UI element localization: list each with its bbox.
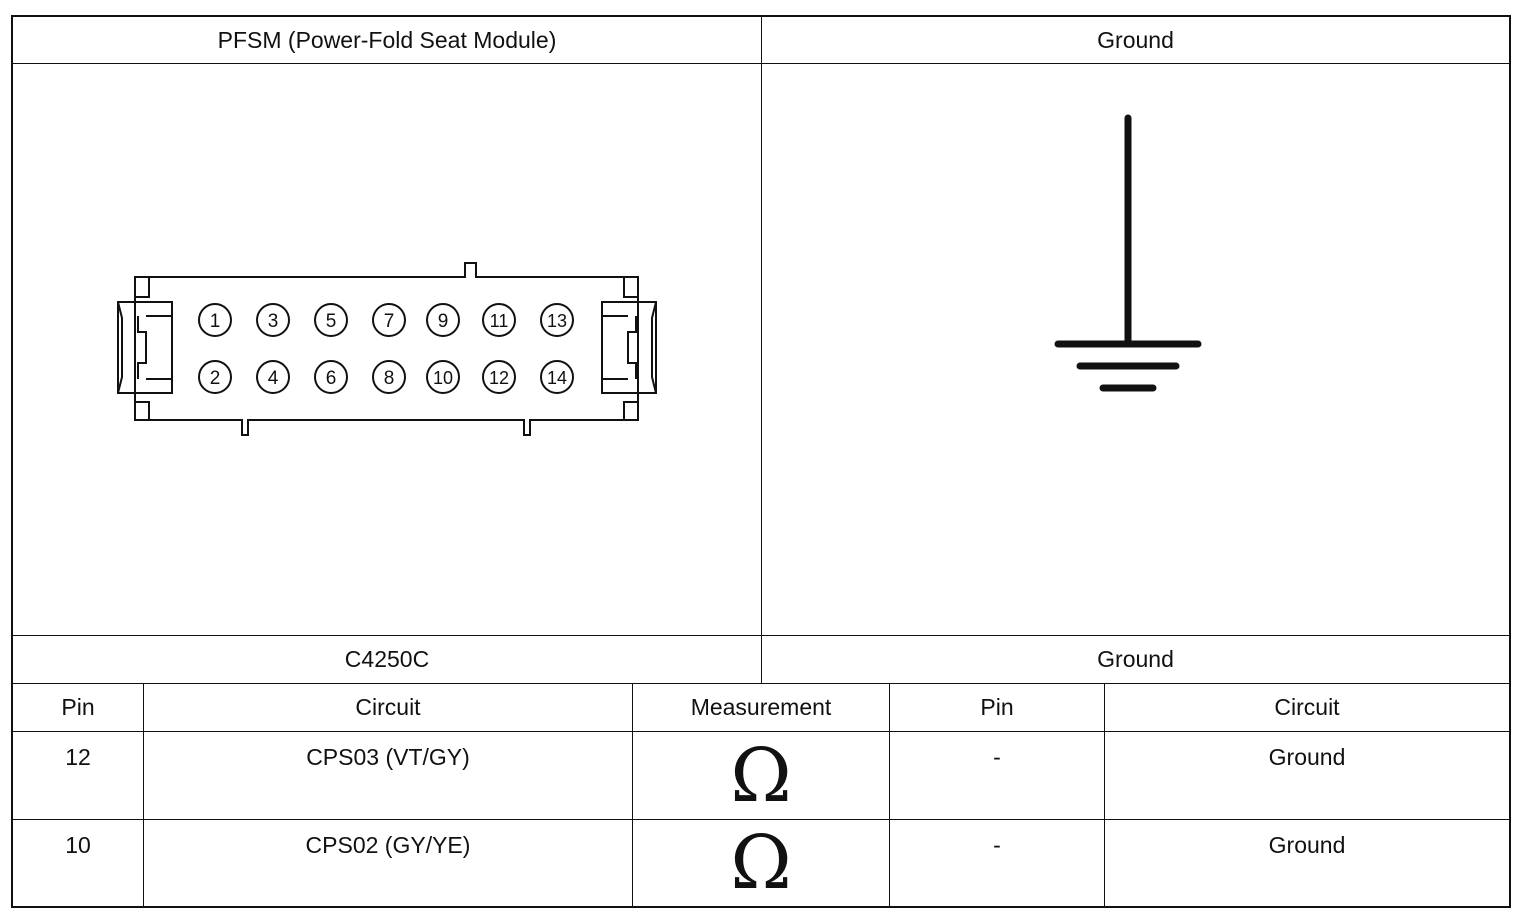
column-header-circuit: Circuit <box>355 694 421 720</box>
pin-circle <box>482 360 516 394</box>
pin-circle <box>198 360 232 394</box>
pin-circle <box>256 360 290 394</box>
connector-pin: 11 <box>482 303 516 337</box>
connector-pin: 9 <box>426 303 460 337</box>
pin-number: 9 <box>438 311 449 332</box>
connector-pin: 13 <box>540 303 574 337</box>
divider <box>1104 683 1105 908</box>
column-header-pin: Pin <box>61 694 95 720</box>
connector-housing <box>117 262 657 436</box>
divider <box>11 819 1511 820</box>
connector-pin: 2 <box>198 360 232 394</box>
row-1-circuit-2: Ground <box>1268 744 1346 770</box>
pin-circle <box>314 303 348 337</box>
connector-pin: 14 <box>540 360 574 394</box>
connector-pin: 4 <box>256 360 290 394</box>
divider <box>889 683 890 908</box>
pin-number: 3 <box>268 311 279 332</box>
row-2-measurement: Ω <box>730 820 792 906</box>
divider <box>143 683 144 908</box>
row-1-circuit: CPS03 (VT/GY) <box>306 744 470 770</box>
pin-number: 5 <box>326 311 337 332</box>
connector-pin: 12 <box>482 360 516 394</box>
pin-circle <box>426 360 460 394</box>
pin-number: 6 <box>326 368 337 389</box>
pin-number: 11 <box>490 311 509 331</box>
pin-circle <box>314 360 348 394</box>
ground-symbol-icon <box>1054 114 1202 392</box>
pin-number: 10 <box>433 368 453 388</box>
row-1-pin-2: - <box>993 744 1001 770</box>
column-header-pin-2: Pin <box>980 694 1014 720</box>
pin-circle <box>372 360 406 394</box>
row-1-measurement: Ω <box>730 732 792 819</box>
column-header-circuit-2: Circuit <box>1274 694 1340 720</box>
pin-circle <box>540 360 574 394</box>
pin-number: 12 <box>489 368 509 388</box>
ground-connector-id: Ground <box>1097 646 1174 672</box>
row-1-pin: 12 <box>65 744 91 770</box>
divider <box>11 731 1511 732</box>
pin-number: 8 <box>384 368 395 389</box>
connector-pin: 7 <box>372 303 406 337</box>
pin-number: 13 <box>547 311 567 331</box>
pin-number: 7 <box>384 311 395 332</box>
ohm-icon: Ω <box>633 820 889 906</box>
connector-pin: 5 <box>314 303 348 337</box>
pin-circle <box>426 303 460 337</box>
pin-circle <box>256 303 290 337</box>
pin-circle <box>198 303 232 337</box>
ohm-icon: Ω <box>633 732 889 819</box>
pin-number: 1 <box>210 311 221 332</box>
connector-pin: 8 <box>372 360 406 394</box>
row-2-pin: 10 <box>65 832 91 858</box>
row-2-pin-2: - <box>993 832 1001 858</box>
connector-pin: 6 <box>314 360 348 394</box>
divider <box>632 683 633 908</box>
pin-circle <box>482 303 516 337</box>
divider <box>761 15 762 684</box>
connector-pin: 10 <box>426 360 460 394</box>
pin-circle <box>372 303 406 337</box>
row-2-circuit: CPS02 (GY/YE) <box>305 832 471 858</box>
row-2-circuit-2: Ground <box>1268 832 1346 858</box>
connector-pin: 3 <box>256 303 290 337</box>
pin-circle <box>540 303 574 337</box>
connector-pin: 1 <box>198 303 232 337</box>
pin-number: 2 <box>210 368 221 389</box>
column-header-measurement: Measurement <box>690 694 832 720</box>
ground-title: Ground <box>1097 26 1174 53</box>
connector-id: C4250C <box>344 646 430 672</box>
pin-number: 14 <box>547 368 567 388</box>
module-title: PFSM (Power-Fold Seat Module) <box>217 26 557 53</box>
pin-number: 4 <box>268 368 279 389</box>
